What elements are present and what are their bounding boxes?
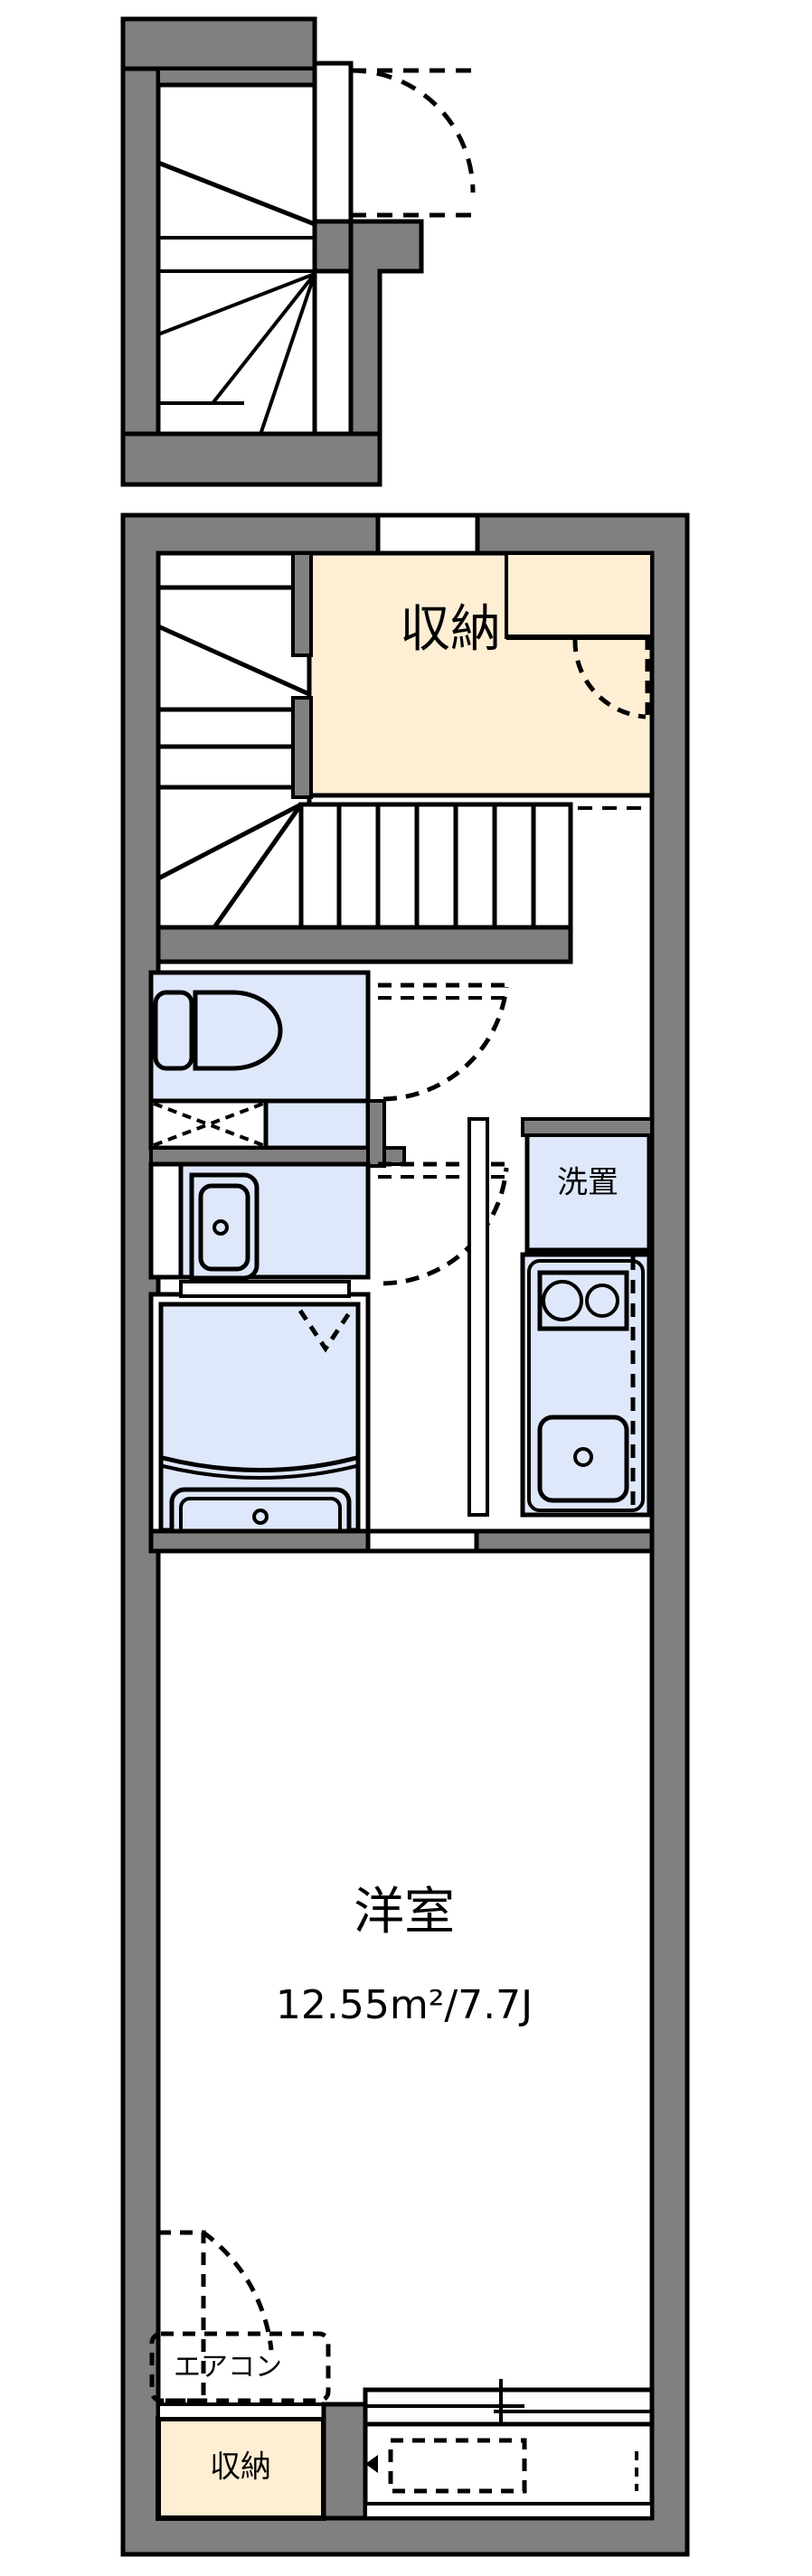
stair-winder-b <box>156 802 303 881</box>
inset-wall-top <box>120 16 317 71</box>
stair-lower-flight <box>298 802 573 930</box>
label-main-room: 洋室 <box>354 1883 455 1941</box>
toilet-tank <box>153 990 194 1071</box>
stair-detail-upper <box>120 16 476 487</box>
inset-winder-2 <box>157 272 316 336</box>
aircon-swing-arc <box>202 2230 274 2351</box>
laundry-pan <box>524 1132 652 1253</box>
room-door-sill <box>365 1528 479 1554</box>
unit-bath-step-curve-2 <box>162 1464 357 1480</box>
washbasin-bowl <box>198 1183 250 1272</box>
staircase <box>156 550 573 964</box>
kitchen-sink-basin <box>537 1415 629 1503</box>
label-main-room-area: 12.55m²/7.7J <box>276 1982 533 2028</box>
linen-shelf-side <box>263 1098 371 1151</box>
room-washbasin <box>148 1161 509 1286</box>
label-laundry: 洗置 <box>557 1165 618 1201</box>
top-window <box>375 512 480 556</box>
room-unit-bath <box>148 1280 371 1603</box>
room-toilet <box>148 970 509 1104</box>
area-laundry <box>521 1117 654 1253</box>
inset-landing-shaft <box>312 61 354 224</box>
storage-lower-floor <box>156 2416 326 2521</box>
laundry-top-wall <box>521 1117 654 1137</box>
toilet-door-swing-arc <box>382 986 509 1102</box>
room-storage-lower <box>156 2402 368 2521</box>
bath-door-swing-arc <box>382 1167 509 1286</box>
storage-upper-shelf <box>505 551 654 639</box>
stove-burner-left <box>542 1280 583 1321</box>
inset-door-swing-arc <box>350 68 476 193</box>
label-storage-lower: 収納 <box>210 2449 271 2486</box>
stair-post-lower <box>291 696 313 799</box>
stove-burner-right <box>585 1283 619 1318</box>
inset-winder-3 <box>212 272 316 404</box>
linen-shelf-cross-2 <box>153 1102 264 1147</box>
inset-wall-bottom <box>120 431 382 487</box>
aircon-dashed-box <box>149 2331 331 2403</box>
hall-wall-left <box>148 1528 371 1554</box>
balcony-window <box>363 2379 655 2521</box>
label-storage-upper: 収納 <box>400 600 501 659</box>
inset-winder-1 <box>157 160 316 227</box>
balcony-rail <box>364 2502 654 2520</box>
stair-base-wall <box>156 925 573 964</box>
linen-shelf <box>148 1098 371 1151</box>
linen-shelf-cross-1 <box>153 1102 264 1147</box>
stair-post-upper <box>291 551 313 657</box>
washbasin-drain <box>212 1219 229 1236</box>
stair-winder-c <box>212 803 304 929</box>
storage-lower-sill <box>156 2402 326 2421</box>
unit-bath-door-sill <box>179 1280 351 1298</box>
wet-area-post <box>366 1099 386 1168</box>
main-room-floor <box>158 1551 652 2518</box>
storage-lower-wall <box>321 2402 368 2521</box>
aircon-bracket <box>156 2230 206 2403</box>
kitchen-hall-divider <box>467 1117 489 1517</box>
balcony-drain-marker <box>365 2455 378 2473</box>
stair-winder-a <box>156 624 311 697</box>
bathtub-drain <box>252 1509 269 1525</box>
washbasin-side-cabinet <box>148 1161 184 1280</box>
aircon-annotation <box>149 2230 331 2403</box>
kitchen-sink-drain <box>573 1447 593 1467</box>
room-storage-upper <box>307 550 655 810</box>
stair-upper-flight <box>156 550 312 930</box>
unit-bath-step-curve <box>162 1455 357 1472</box>
unit-bath-vent-mark <box>297 1309 354 1353</box>
kitchen-unit <box>520 1252 652 1518</box>
linen-shelf-box <box>148 1098 269 1151</box>
hall-wall-right <box>474 1528 655 1554</box>
balcony-dashed-area <box>388 2438 527 2494</box>
toilet-bowl <box>193 990 283 1071</box>
inset-tread-band <box>156 67 316 87</box>
label-aircon: エアコン <box>174 2352 282 2383</box>
